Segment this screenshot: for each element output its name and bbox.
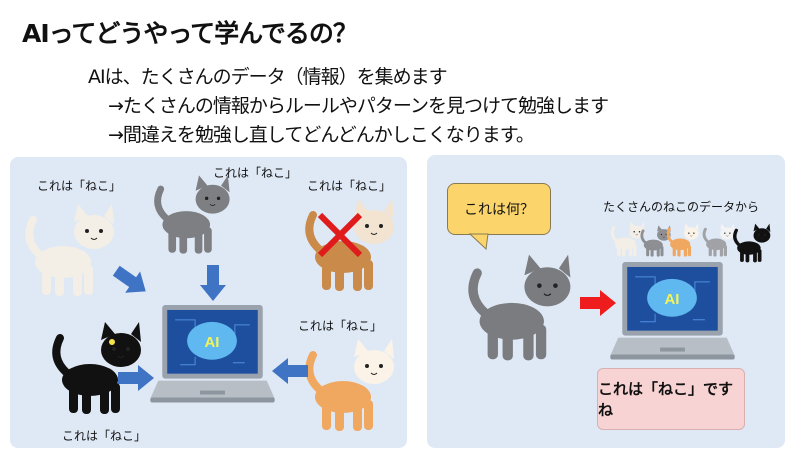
laptop-ai-illustration: AI [150, 305, 275, 403]
brain-icon [187, 321, 237, 360]
small-cat-icon [702, 223, 735, 257]
calico-cat-illustration [25, 204, 114, 296]
cat-label: これは「ねこ」 [62, 429, 147, 443]
svg-text:AI: AI [665, 291, 680, 308]
cat-label: これは「ねこ」 [298, 319, 383, 333]
small-cat-icon [666, 223, 699, 257]
small-cat-icon [733, 223, 771, 263]
blue-arrow-icon [118, 365, 154, 391]
intro-line: AIは、たくさんのデータ（情報）を集めます [88, 66, 448, 88]
blue-arrow-icon [200, 265, 226, 301]
bullet-line-2: →間違えを勉強し直してどんどんかしこくなります。 [108, 124, 535, 146]
cat-label: これは「ねこ」 [37, 179, 122, 193]
svg-text:AI: AI [205, 334, 220, 351]
cat-label: これは「ねこ」 [213, 166, 298, 180]
slide-title: AIってどうやって学んでるの？ [22, 19, 358, 48]
cat-eyes [109, 339, 115, 345]
bullet-line-1: →たくさんの情報からルールやパターンを見つけて勉強します [108, 95, 609, 117]
blue-arrow-icon [112, 265, 146, 293]
red-arrow-icon [580, 290, 616, 316]
orange-cat-illustration [305, 339, 394, 431]
laptop-ai-illustration: AI [610, 262, 735, 360]
cross-mark-icon [317, 212, 363, 258]
tabby-cat-illustration [468, 254, 571, 361]
gray-cat-illustration [154, 175, 230, 254]
cat-label: これは「ねこ」 [307, 179, 392, 193]
brain-icon [647, 278, 697, 317]
blue-arrow-icon [272, 358, 308, 384]
bubble-tail [468, 233, 489, 251]
question-bubble: これは何？ [447, 183, 551, 235]
black-cat-illustration [52, 322, 141, 414]
answer-box: これは「ねこ」ですね [597, 368, 745, 430]
data-caption: たくさんのねこのデータから [603, 200, 760, 214]
